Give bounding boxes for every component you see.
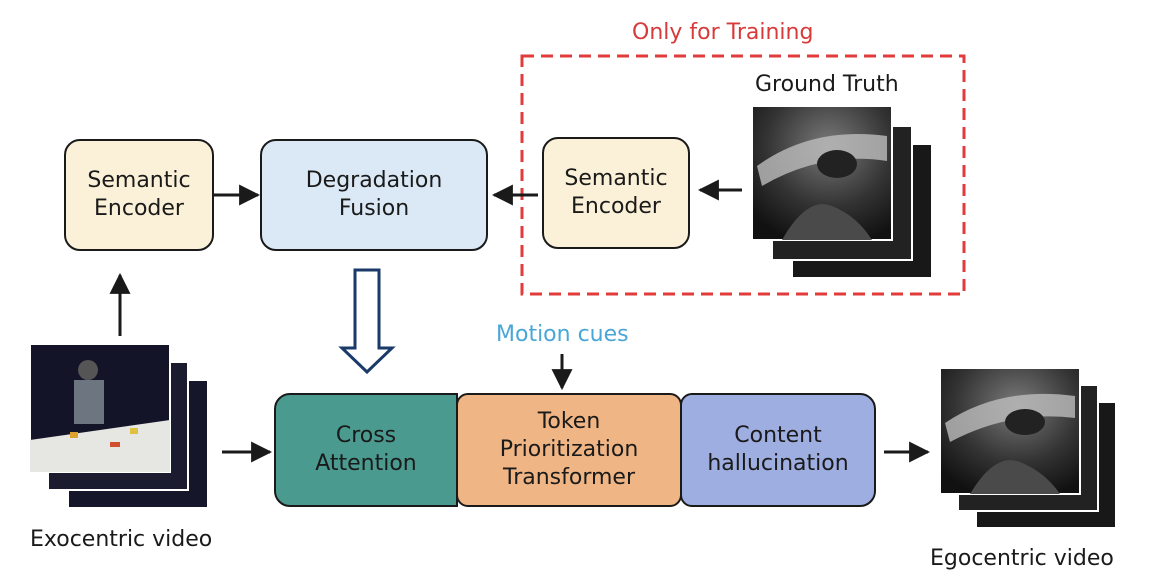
training-region-title: Only for Training [632, 20, 814, 45]
semantic-encoder-right: Semantic Encoder [542, 137, 690, 249]
motion-cues-label: Motion cues [496, 322, 629, 347]
exocentric-video-label: Exocentric video [30, 527, 213, 552]
degradation-fusion-label: Degradation Fusion [305, 168, 443, 221]
token-prioritization-label: Token Prioritization Transformer [499, 409, 639, 490]
token-prioritization-box: Token Prioritization Transformer [456, 393, 682, 507]
content-hallucination-label: Content hallucination [707, 423, 849, 476]
ground-truth-frames [752, 106, 933, 279]
semantic-encoder-left: Semantic Encoder [64, 139, 214, 251]
degradation-fusion-box: Degradation Fusion [260, 139, 488, 251]
content-hallucination-box: Content hallucination [680, 393, 876, 507]
cross-attention-box: Cross Attention [274, 393, 458, 507]
egocentric-video-frames [940, 368, 1117, 529]
exocentric-video-frames [30, 344, 209, 509]
semantic-encoder-right-label: Semantic Encoder [564, 166, 668, 219]
cross-attention-label: Cross Attention [315, 423, 417, 476]
semantic-encoder-left-label: Semantic Encoder [87, 168, 191, 221]
hollow-arrow-fusion-to-attention [338, 268, 396, 375]
ground-truth-label: Ground Truth [755, 72, 899, 97]
egocentric-video-label: Egocentric video [930, 546, 1114, 571]
training-region-border [520, 54, 966, 296]
